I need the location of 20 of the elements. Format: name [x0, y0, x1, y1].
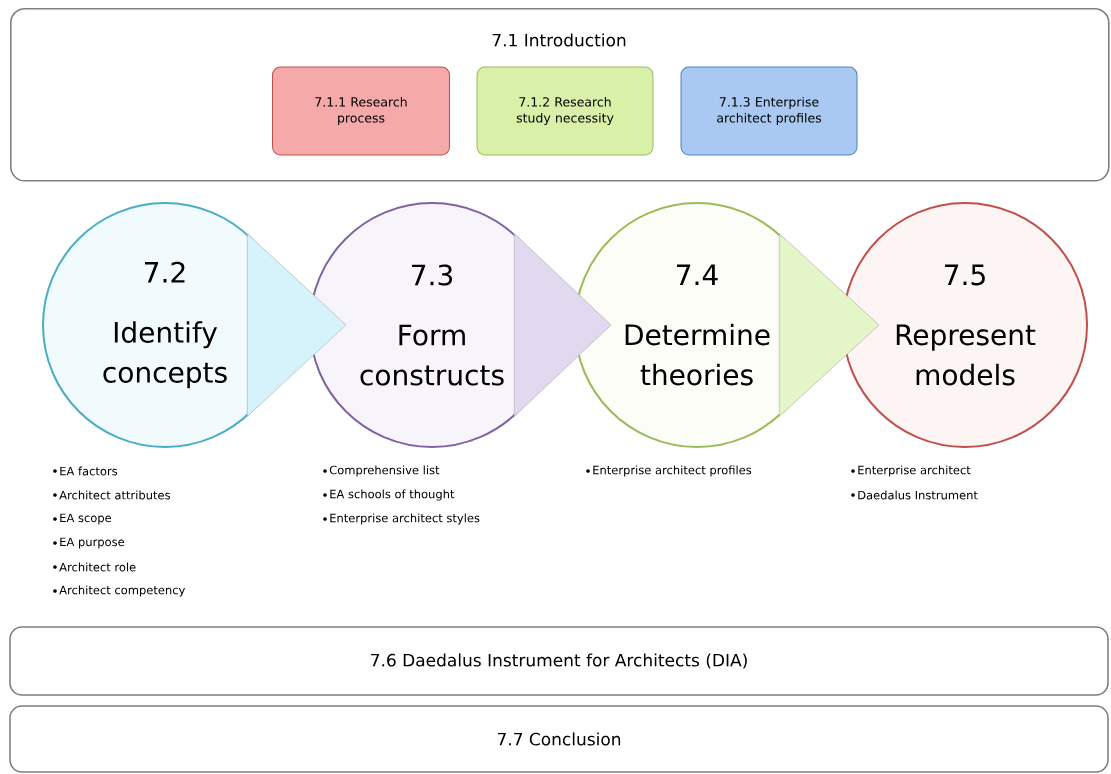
pointer-arrow [247, 233, 347, 417]
section-box: 7.6 Daedalus Instrument for Architects (DIA) [9, 626, 1109, 696]
bullet-item: EA scope [53, 513, 112, 525]
bullet-item: Enterprise architect styles [323, 513, 480, 525]
bullet-item: Architect attributes [53, 490, 170, 500]
bullet-item: Architect competency [53, 585, 185, 597]
topic-box: 7.1.3 Enterprise architect profiles [680, 66, 858, 156]
topic-box: 7.1.2 Research study necessity [476, 66, 654, 156]
section-box: 7.7 Conclusion [9, 705, 1109, 773]
pointer-arrow [779, 233, 880, 417]
bullet-item: Enterprise architect profiles [586, 465, 752, 477]
pointer-arrow [514, 233, 612, 417]
bullet-item: Daedalus Instrument [851, 490, 978, 500]
bullet-item: Architect role [53, 562, 136, 572]
bullet-item: EA purpose [53, 537, 125, 549]
bullet-item: Enterprise architect [851, 465, 971, 477]
bullet-item: EA factors [53, 466, 118, 476]
topic-box: 7.1.1 Research process [272, 66, 450, 156]
bullet-item: Comprehensive list [323, 465, 440, 477]
bullet-item: EA schools of thought [323, 489, 455, 501]
